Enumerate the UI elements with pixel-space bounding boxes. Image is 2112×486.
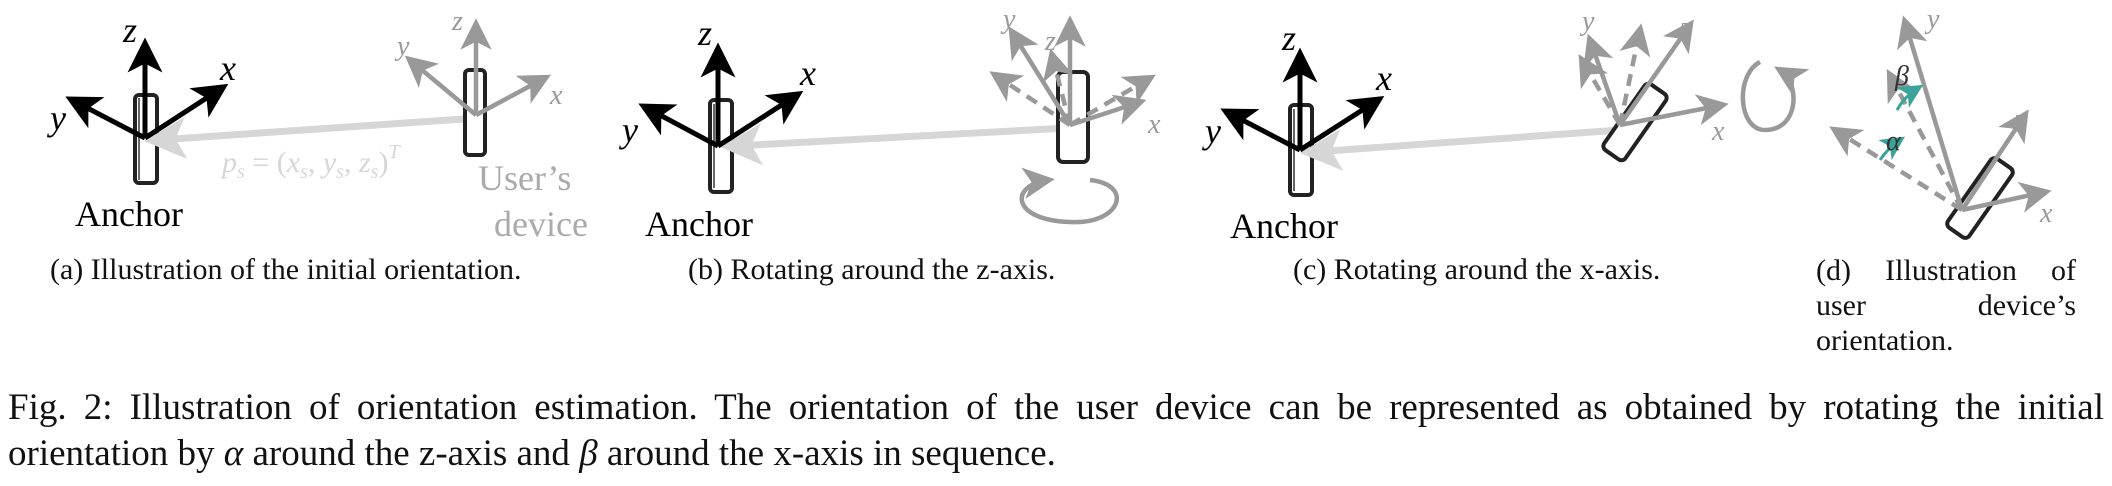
device-axis-label-x: x <box>549 80 563 111</box>
figure-illustration: z x y z x y Anchor ps = (xs, ys, zs)T Us… <box>47 4 2053 246</box>
device-axis-label-x: x <box>1147 109 1161 140</box>
anchor-label: Anchor <box>75 194 183 234</box>
device-axis-label-y: y <box>1579 6 1595 37</box>
panel-a: z x y z x y Anchor ps = (xs, ys, zs)T Us… <box>47 6 588 244</box>
caption-d: (d) Illustration of user device’s orient… <box>1816 254 2076 357</box>
device-label-line2: device <box>494 204 588 244</box>
device-x-rotated <box>1068 74 1156 127</box>
device-axis-label-x: x <box>2039 198 2053 229</box>
axis-label-z: z <box>1281 18 1296 58</box>
device-axis-label-y: y <box>1924 4 1940 35</box>
device-axis-label-y: y <box>394 31 410 62</box>
anchor-label: Anchor <box>645 204 753 244</box>
device-axis-label-z: z <box>2013 104 2025 135</box>
angle-label-beta: β <box>1894 61 1909 92</box>
beta-arc <box>1895 84 1924 111</box>
device-z-rotated <box>1617 23 1651 126</box>
caption-b: (b) Rotating around the z-axis. <box>688 253 1056 286</box>
device-label-line1: User’s <box>478 158 571 198</box>
axis-label-y: y <box>47 98 66 138</box>
device-axis-label-z: z <box>451 6 463 37</box>
anchor-x-axis <box>716 90 804 149</box>
figure-caption-suffix: around the x-axis in sequence. <box>597 433 1056 474</box>
device-y-rotated <box>989 71 1072 127</box>
panel-b: z x y y z x Anchor <box>619 4 1161 244</box>
panel-c: z x y y z x Anchor <box>1202 6 1810 246</box>
axis-label-z: z <box>697 13 712 53</box>
panel-d: y z x β α <box>1829 4 2053 240</box>
device-z-axis <box>1960 109 2029 212</box>
device-x-axis <box>1619 94 1729 128</box>
anchor-x-axis <box>1298 95 1385 153</box>
anchor-y-axis <box>1220 108 1302 153</box>
device-axis-label-z: z <box>1679 12 1691 43</box>
axis-label-y: y <box>619 110 638 150</box>
axis-label-x: x <box>219 48 236 88</box>
anchor-y-axis <box>65 96 147 141</box>
device-axis-label-z: z <box>1044 26 1056 57</box>
alpha-arc <box>1878 136 1905 161</box>
device-x-axis <box>474 74 551 117</box>
figure-caption: Fig. 2: Illustration of orientation esti… <box>8 385 2104 477</box>
anchor-x-axis <box>143 83 229 141</box>
position-vector <box>720 123 1069 166</box>
anchor-y-axis <box>638 103 720 149</box>
vector-label: ps = (xs, ys, zs)T <box>220 141 401 183</box>
device-z-axis <box>1618 19 1694 127</box>
position-vector <box>1300 126 1621 171</box>
rotation-arrow-z <box>1019 167 1120 225</box>
rotation-arrow-x <box>1740 60 1810 133</box>
device-y-axis <box>404 55 478 117</box>
anchor-label: Anchor <box>1230 206 1338 246</box>
axis-label-z: z <box>122 10 137 50</box>
device-axis-label-x: x <box>1711 116 1725 147</box>
caption-c: (c) Rotating around the x-axis. <box>1293 253 1661 286</box>
angle-label-alpha: α <box>1886 126 1902 157</box>
figure-caption-prefix: Fig. 2: Illustration of orientation esti… <box>8 387 2104 474</box>
device-y-rotated <box>1578 54 1622 127</box>
device-y-dashed-alpha <box>1829 126 1964 212</box>
device-z-rotated <box>1042 48 1074 126</box>
device-phone <box>1945 156 2015 240</box>
axis-label-y: y <box>1202 111 1221 151</box>
device-x-axis <box>1961 181 2052 213</box>
figure-caption-middle: around the z-axis and <box>243 433 580 474</box>
device-y-axis <box>1897 15 1965 211</box>
axis-label-x: x <box>1375 58 1392 98</box>
device-y-axis <box>1008 26 1072 127</box>
figure-caption-beta: β <box>579 433 598 474</box>
caption-a: (a) Illustration of the initial orientat… <box>50 253 522 286</box>
position-vector <box>144 114 479 160</box>
axis-label-x: x <box>799 53 816 93</box>
device-x-axis <box>1069 94 1147 128</box>
figure-caption-alpha: α <box>223 433 244 474</box>
device-axis-label-y: y <box>1000 4 1016 35</box>
